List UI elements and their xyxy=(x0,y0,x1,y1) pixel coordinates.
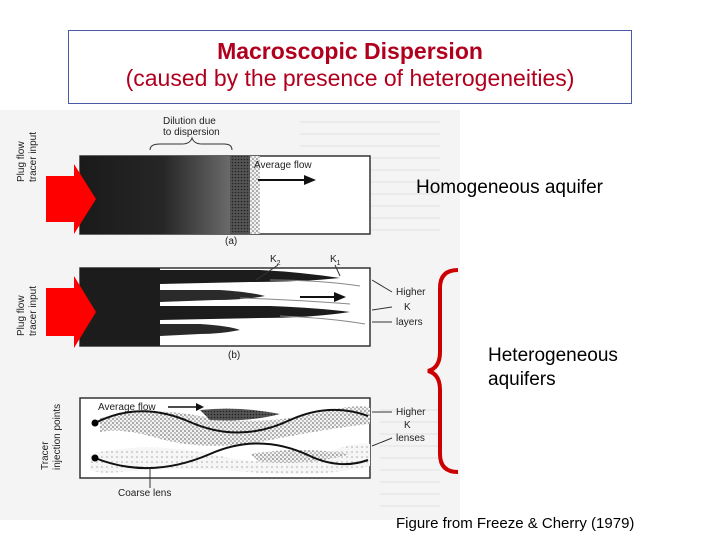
panel-a-tag: (a) xyxy=(225,236,237,247)
finger-k4 xyxy=(160,324,240,336)
panel-b-k: K xyxy=(404,302,411,313)
panel-a-side-label-2: tracer input xyxy=(28,132,39,182)
panel-a-tracer-plug xyxy=(80,156,230,234)
heterogeneous-label-line1: Heterogeneous xyxy=(488,345,618,366)
panel-b-layers: layers xyxy=(396,317,423,328)
lens-upper xyxy=(100,406,370,446)
dilution-brace xyxy=(149,136,233,151)
heterogeneous-label-line2: aquifers xyxy=(488,369,556,390)
panel-c-k: K xyxy=(404,420,411,431)
finger-k3 xyxy=(160,306,350,320)
panel-c-side-label-2: injection points xyxy=(52,404,63,470)
textbook-figure: Plug flow tracer input Dilution due to d… xyxy=(0,110,460,520)
panel-b-input-arrow xyxy=(46,276,96,348)
title-box: Macroscopic Dispersion (caused by the pr… xyxy=(68,30,632,104)
panel-c-average-flow-label: Average flow xyxy=(98,402,156,413)
dilution-label-1: Dilution due xyxy=(163,116,216,127)
panel-a-side-label-1: Plug flow xyxy=(16,141,27,182)
panel-a-input-arrow xyxy=(46,164,96,234)
panel-c-lenses: lenses xyxy=(396,433,425,444)
title-main: Macroscopic Dispersion xyxy=(217,38,483,64)
panel-a-dispersion-zone xyxy=(230,156,250,234)
lens-lower xyxy=(90,443,370,474)
figure-caption: Figure from Freeze & Cherry (1979) xyxy=(396,515,635,532)
panel-b-tracer-plug xyxy=(80,268,160,346)
panel-c: Tracer injection points Average flow Hig… xyxy=(40,397,426,499)
k1-label: K1 xyxy=(330,254,341,267)
heterogeneous-brace xyxy=(427,268,459,474)
panel-c-higher: Higher xyxy=(396,407,426,418)
flow-path-upper xyxy=(94,408,369,434)
title-subtitle: (caused by the presence of heterogeneiti… xyxy=(125,65,575,91)
heterogeneous-aquifers-label: Heterogeneous aquifers xyxy=(488,344,618,392)
injection-point-upper xyxy=(91,419,99,427)
panel-a: Plug flow tracer input Dilution due to d… xyxy=(16,116,371,247)
homogeneous-aquifer-label: Homogeneous aquifer xyxy=(416,177,603,198)
panel-b-side-label-2: tracer input xyxy=(28,286,39,336)
panel-b-tag: (b) xyxy=(228,350,240,361)
finger-k2 xyxy=(160,290,265,302)
panel-b-higher: Higher xyxy=(396,287,426,298)
panel-b-side-label-1: Plug flow xyxy=(16,295,27,336)
k2-label: K2 xyxy=(270,254,281,267)
coarse-lens-label: Coarse lens xyxy=(118,488,171,499)
panel-b: Plug flow tracer input K2 K1 Higher K la… xyxy=(16,254,426,361)
panel-a-average-flow-label: Average flow xyxy=(254,160,312,171)
flow-path-lower xyxy=(94,442,369,469)
panel-c-side-label-1: Tracer xyxy=(40,441,51,470)
dilution-label-2: to dispersion xyxy=(163,127,220,138)
injection-point-lower xyxy=(91,454,99,462)
